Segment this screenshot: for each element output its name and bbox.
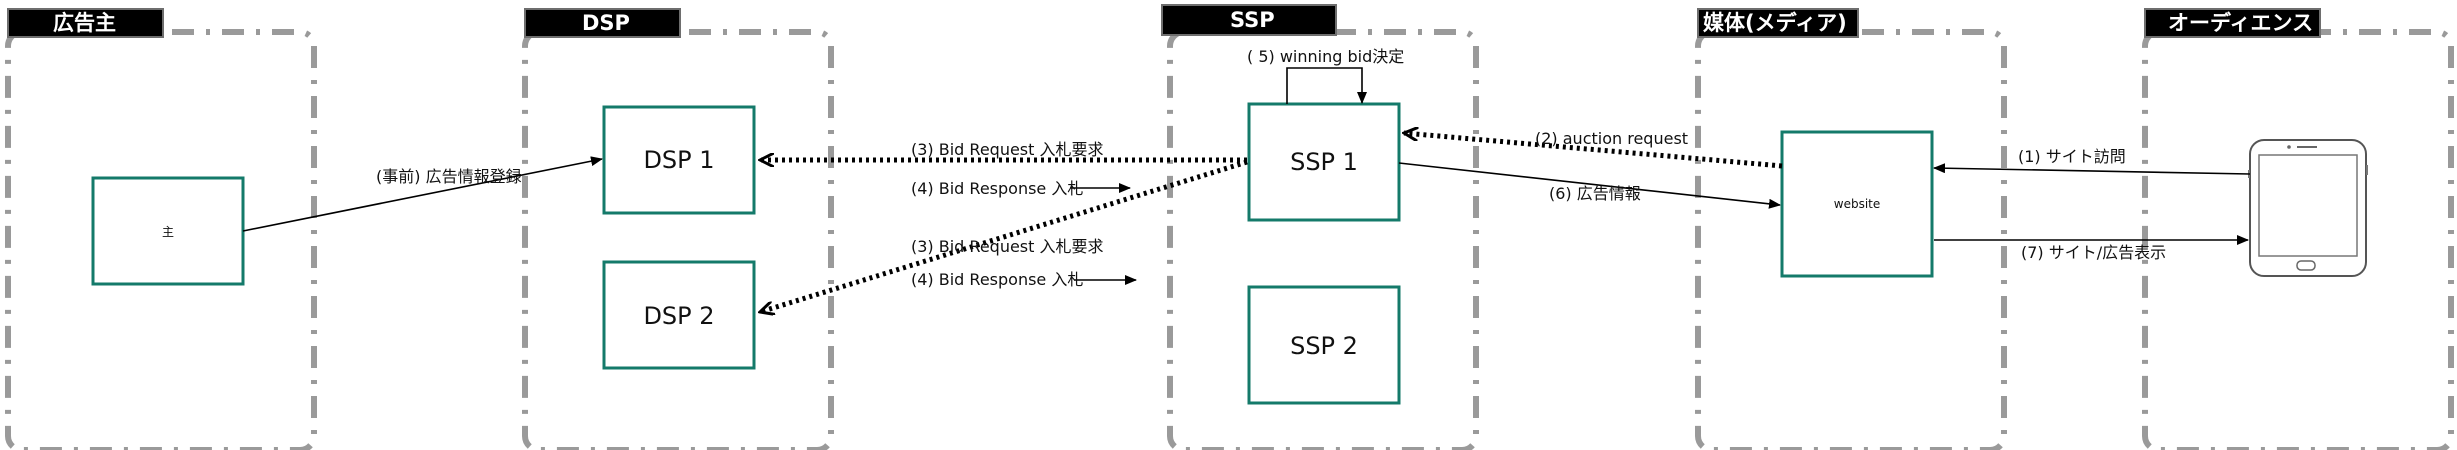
label-winning-bid: ( 5) winning bid決定 (1247, 47, 1404, 66)
lane-dsp (522, 29, 834, 450)
label-site-visit: (1) サイト訪問 (2018, 147, 2126, 166)
lane-media (1695, 29, 2007, 450)
label-bid-request-2: (3) Bid Request 入札要求 (911, 237, 1104, 256)
edge-auction-request (1404, 133, 1783, 169)
label-site-ad-display: (7) サイト/広告表示 (2021, 243, 2166, 262)
advertiser-node-label: 主 (162, 225, 174, 239)
website-node (1780, 130, 1934, 278)
lane-title-tab-dsp (524, 8, 681, 38)
label-bid-request-1: (3) Bid Request 入札要求 (911, 140, 1104, 159)
ssp1-node (1247, 102, 1401, 222)
lane-title-tab-audience (2144, 8, 2321, 38)
edge-site-visit (1933, 163, 2251, 175)
dsp2-node (602, 260, 756, 370)
dsp1-node (602, 105, 756, 215)
advertiser-node (91, 176, 245, 286)
dsp2-node-label: DSP 2 (643, 302, 714, 330)
website-node-label: website (1834, 197, 1881, 211)
dsp1-node-label: DSP 1 (643, 146, 714, 174)
lane-title-media: 媒体(メディア) (1703, 11, 1847, 35)
lane-title-audience: オーディエンス (2168, 11, 2313, 35)
lane-title-advertiser: 広告主 (53, 11, 116, 35)
edge-pre-registration (242, 156, 603, 232)
lane-audience (2142, 29, 2454, 450)
ssp2-node-label: SSP 2 (1290, 332, 1358, 360)
edge-winning-bid-loop (1286, 67, 1367, 104)
lane-title-dsp: DSP (582, 11, 630, 35)
ssp1-node-label: SSP 1 (1290, 148, 1358, 176)
label-pre-registration: (事前) 広告情報登録 (376, 167, 522, 186)
lane-ssp (1167, 29, 1479, 450)
lane-advertiser (5, 29, 317, 450)
edge-ad-info (1398, 162, 1781, 209)
smartphone-icon (2248, 139, 2368, 277)
lane-title-tab-advertiser (7, 8, 164, 38)
label-bid-response-2: (4) Bid Response 入札 (911, 270, 1083, 289)
label-ad-info: (6) 広告情報 (1549, 184, 1641, 203)
lane-title-tab-media (1697, 8, 1859, 38)
lane-title-ssp: SSP (1230, 8, 1275, 32)
label-auction-request: (2) auction request (1535, 129, 1688, 148)
ssp2-node (1247, 285, 1401, 405)
edge-bid-request-2 (760, 159, 1248, 312)
lane-title-tab-ssp (1161, 4, 1337, 36)
label-bid-response-1: (4) Bid Response 入札 (911, 179, 1083, 198)
